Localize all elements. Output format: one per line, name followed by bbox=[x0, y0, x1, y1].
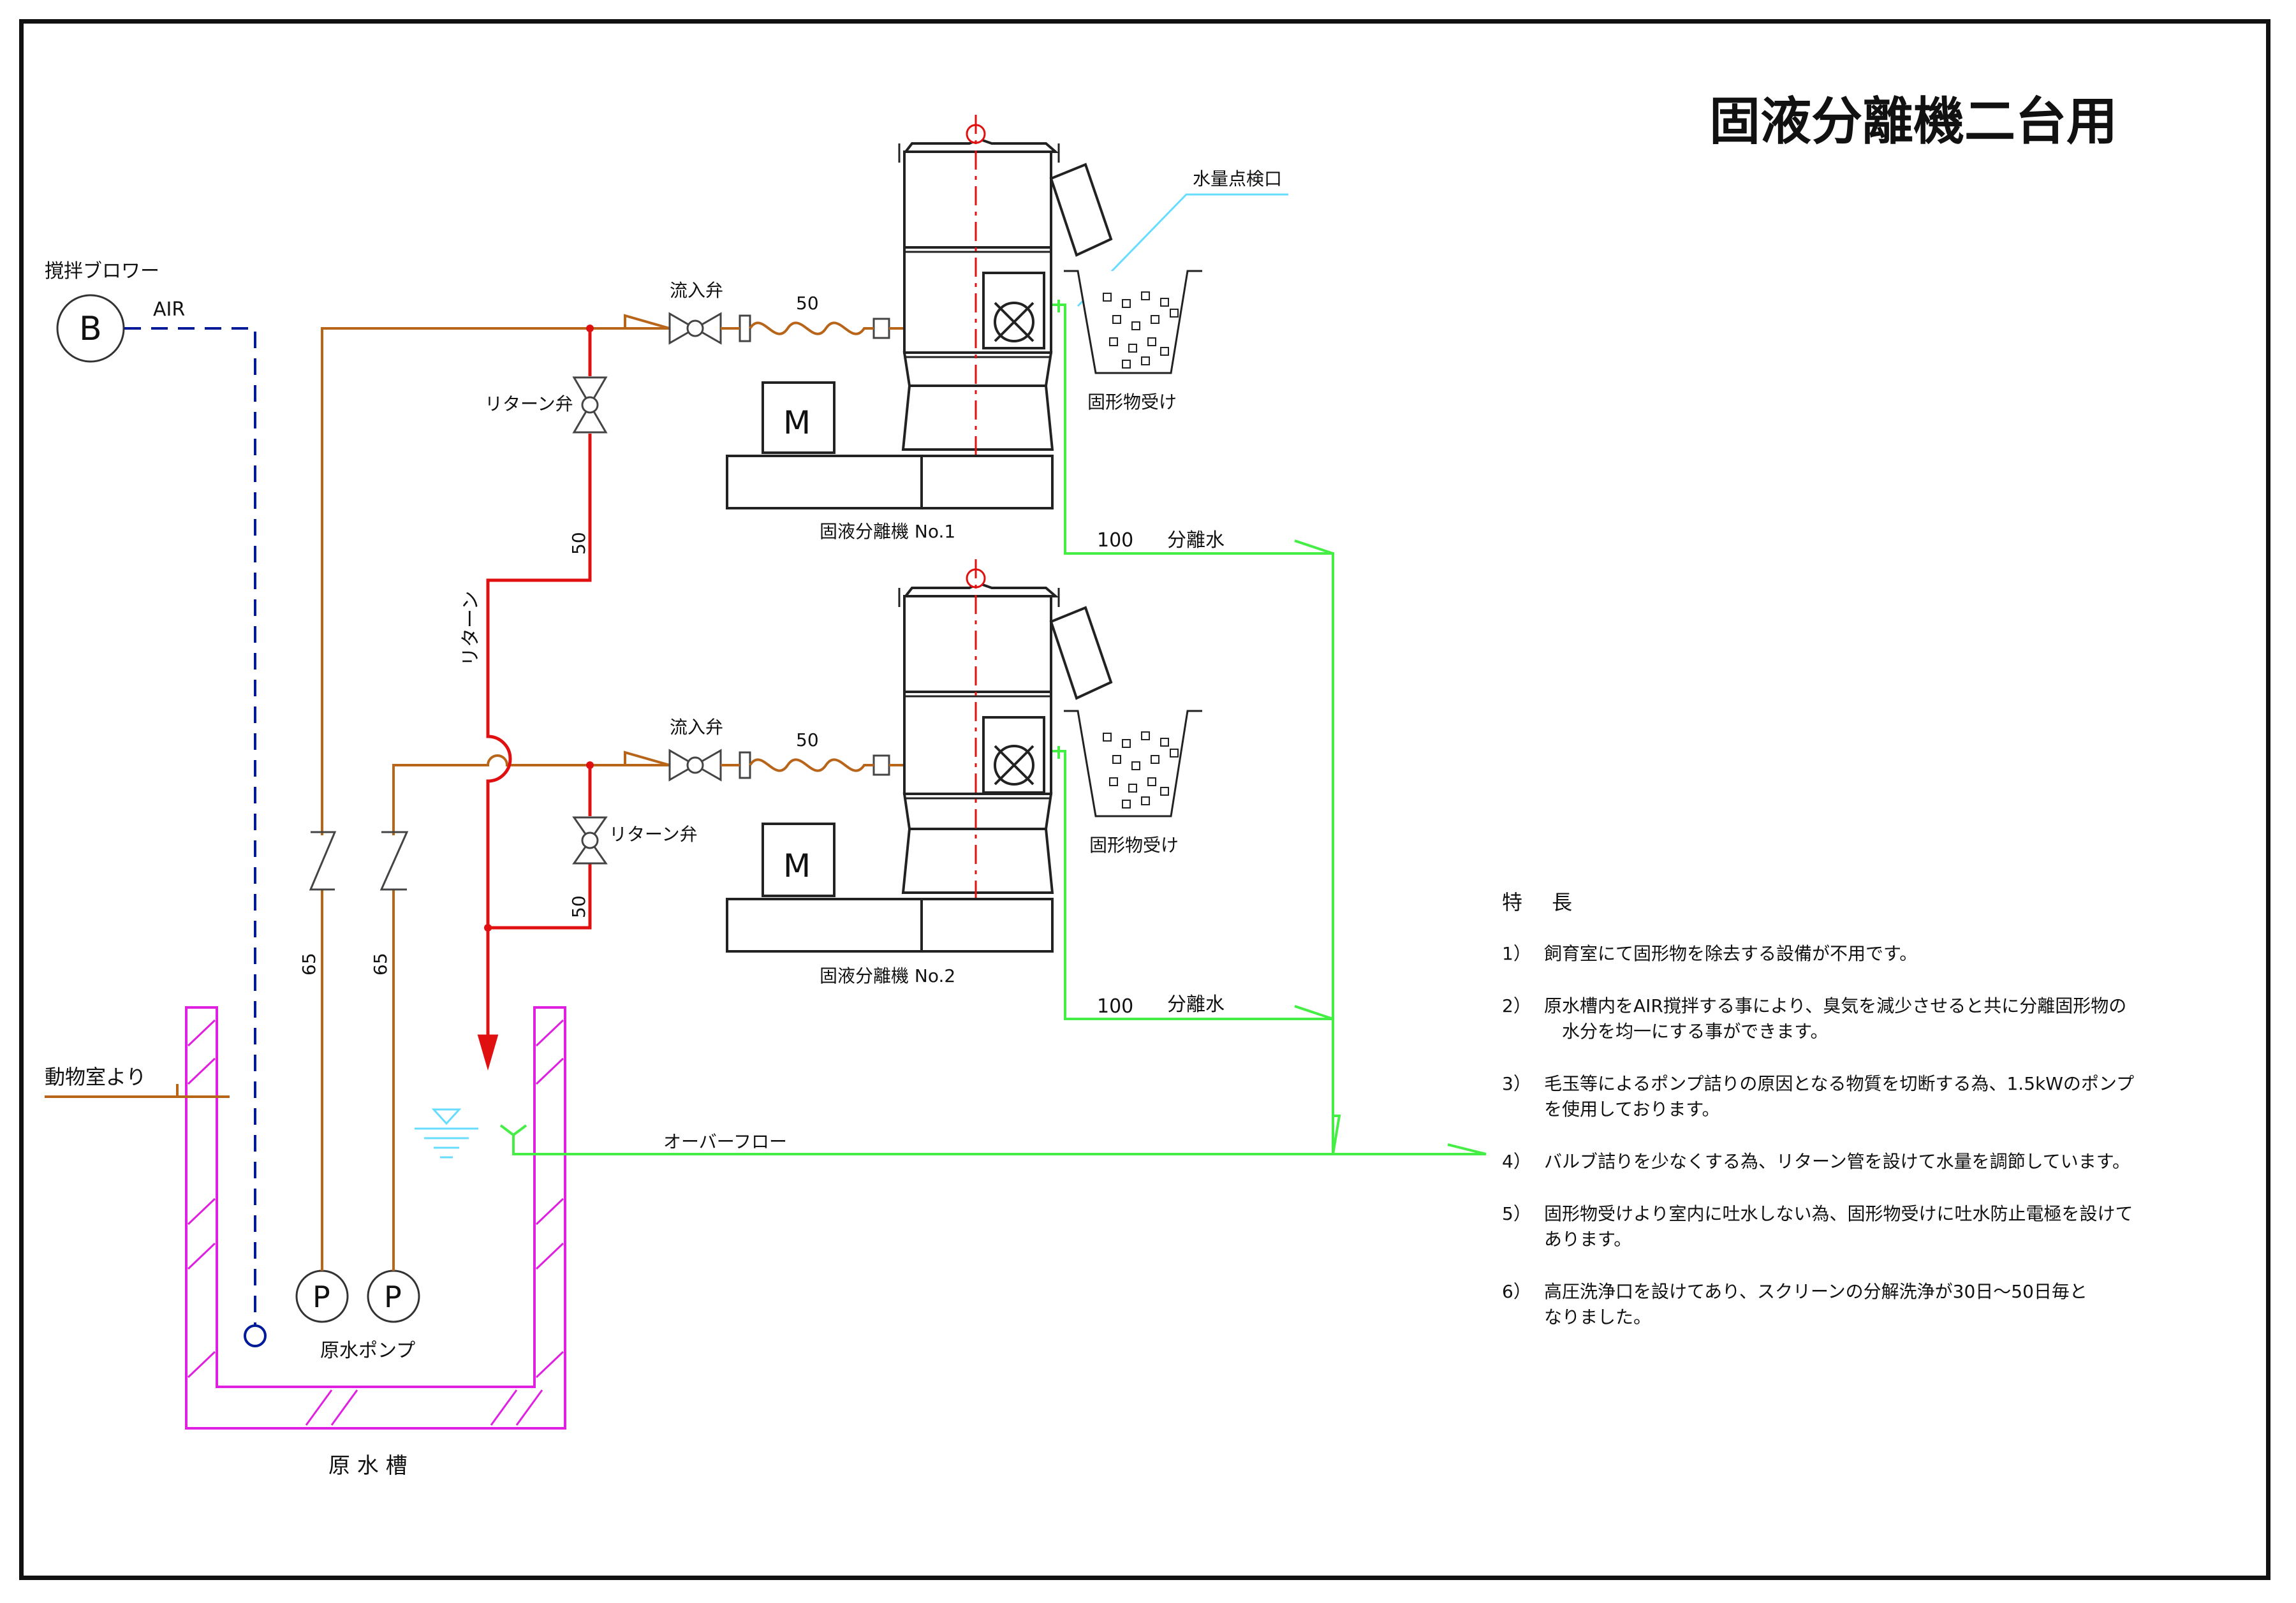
blower-label: 撹拌ブロワー bbox=[45, 260, 159, 282]
inflow-pipe bbox=[45, 1084, 230, 1098]
feature-text: 固形物受けより室内に吐水しない為、固形物受けに吐水防止電極を設けて あります。 bbox=[1544, 1203, 2133, 1250]
motor-2-symbol: M bbox=[783, 847, 811, 884]
supply-pipe-2 bbox=[379, 750, 670, 1271]
pipe-100-label-1: 100 bbox=[1097, 529, 1133, 552]
inflow-pipe-50-label-2: 50 bbox=[796, 729, 819, 750]
features-section: 特 長 1） 飼育室にて固形物を除去する設備が不用です。 2） 原水槽内をAIR… bbox=[1502, 886, 2267, 1357]
water-level-symbol bbox=[415, 1108, 478, 1159]
separator-2: 流入弁 50 bbox=[668, 559, 1202, 986]
feature-item: 2） 原水槽内をAIR撹拌する事により、臭気を減少させると共に分離固形物の 水分… bbox=[1502, 993, 2267, 1044]
blower-symbol: B bbox=[79, 310, 102, 348]
separator-1: 流入弁 50 bbox=[668, 115, 1288, 542]
features-heading: 特 長 bbox=[1502, 890, 1584, 914]
raw-water-tank bbox=[185, 1006, 566, 1430]
return-pipe-50-label-2: 50 bbox=[568, 895, 589, 918]
machine-2-label: 固液分離機 No.2 bbox=[820, 965, 955, 986]
separated-water-pipe bbox=[499, 300, 1487, 1155]
return-pipe-50-label-1: 50 bbox=[568, 532, 589, 555]
from-animal-room-label: 動物室より bbox=[45, 1065, 146, 1089]
separated-water-2-label: 分離水 bbox=[1167, 993, 1225, 1016]
blower-icon bbox=[56, 294, 125, 363]
raw-water-pump-1: P bbox=[295, 1270, 349, 1323]
return-line-label: リターン bbox=[460, 591, 482, 667]
inflow-pipe-50-label-1: 50 bbox=[796, 293, 819, 314]
return-valve-1 bbox=[572, 376, 608, 434]
pipe-65-label-1: 65 bbox=[298, 953, 320, 976]
air-diffuser-icon bbox=[244, 1324, 267, 1347]
feature-number: 2） bbox=[1502, 995, 1531, 1016]
raw-water-tank-label: 原 水 槽 bbox=[328, 1453, 408, 1479]
feature-item: 1） 飼育室にて固形物を除去する設備が不用です。 bbox=[1502, 941, 2267, 967]
return-valve-1-label: リターン弁 bbox=[485, 393, 573, 414]
junction-dot-2 bbox=[586, 761, 594, 769]
feature-text: 高圧洗浄口を設けてあり、スクリーンの分解洗浄が30日～50日毎と なりました。 bbox=[1544, 1281, 2087, 1328]
machine-1-label: 固液分離機 No.1 bbox=[820, 521, 955, 542]
diagram-title: 固液分離機二台用 bbox=[1709, 92, 2117, 151]
drawing-frame bbox=[19, 19, 2270, 1580]
feature-item: 4） バルブ詰りを少なくする為、リターン管を設けて水量を調節しています。 bbox=[1502, 1149, 2267, 1175]
solids-receiver-1-label: 固形物受け bbox=[1087, 392, 1177, 413]
junction-dot-1 bbox=[586, 325, 594, 332]
feature-text: 飼育室にて固形物を除去する設備が不用です。 bbox=[1544, 943, 1918, 964]
pump-2-symbol: P bbox=[384, 1280, 402, 1314]
return-pipe bbox=[477, 328, 592, 1071]
overflow-label: オーバーフロー bbox=[663, 1131, 787, 1152]
feature-text: バルブ詰りを少なくする為、リターン管を設けて水量を調節しています。 bbox=[1544, 1151, 2130, 1172]
feature-number: 1） bbox=[1502, 943, 1531, 964]
separated-water-1-label: 分離水 bbox=[1167, 529, 1225, 552]
air-pipe bbox=[124, 327, 256, 1326]
pipe-100-label-2: 100 bbox=[1097, 995, 1133, 1018]
feature-number: 5） bbox=[1502, 1203, 1531, 1224]
feature-number: 4） bbox=[1502, 1151, 1531, 1172]
junction-dot-3 bbox=[484, 924, 492, 932]
inflow-valve-2-label: 流入弁 bbox=[670, 717, 723, 738]
feature-text: 毛玉等によるポンプ詰りの原因となる物質を切断する為、1.5kWのポンプ を使用し… bbox=[1544, 1073, 2135, 1120]
feature-item: 6） 高圧洗浄口を設けてあり、スクリーンの分解洗浄が30日～50日毎と なりまし… bbox=[1502, 1279, 2267, 1330]
solids-receiver-2-label: 固形物受け bbox=[1089, 835, 1179, 856]
feature-item: 5） 固形物受けより室内に吐水しない為、固形物受けに吐水防止電極を設けて ありま… bbox=[1502, 1201, 2267, 1252]
pipe-65-label-2: 65 bbox=[370, 953, 391, 976]
supply-pipe-1 bbox=[309, 314, 670, 1271]
inflow-valve-1-label: 流入弁 bbox=[670, 280, 723, 301]
feature-text: 原水槽内をAIR撹拌する事により、臭気を減少させると共に分離固形物の 水分を均一… bbox=[1544, 995, 2127, 1042]
pump-1-symbol: P bbox=[313, 1280, 330, 1314]
return-valve-2 bbox=[572, 816, 608, 865]
feature-number: 3） bbox=[1502, 1073, 1531, 1094]
raw-water-pump-label: 原水ポンプ bbox=[320, 1340, 415, 1362]
feature-item: 3） 毛玉等によるポンプ詰りの原因となる物質を切断する為、1.5kWのポンプ を… bbox=[1502, 1071, 2267, 1122]
raw-water-pump-2: P bbox=[367, 1270, 420, 1323]
return-valve-2-label: リターン弁 bbox=[609, 824, 698, 845]
motor-1-symbol: M bbox=[783, 404, 811, 441]
air-label: AIR bbox=[153, 298, 185, 321]
water-check-port-label: 水量点検口 bbox=[1193, 168, 1282, 189]
feature-number: 6） bbox=[1502, 1281, 1531, 1302]
